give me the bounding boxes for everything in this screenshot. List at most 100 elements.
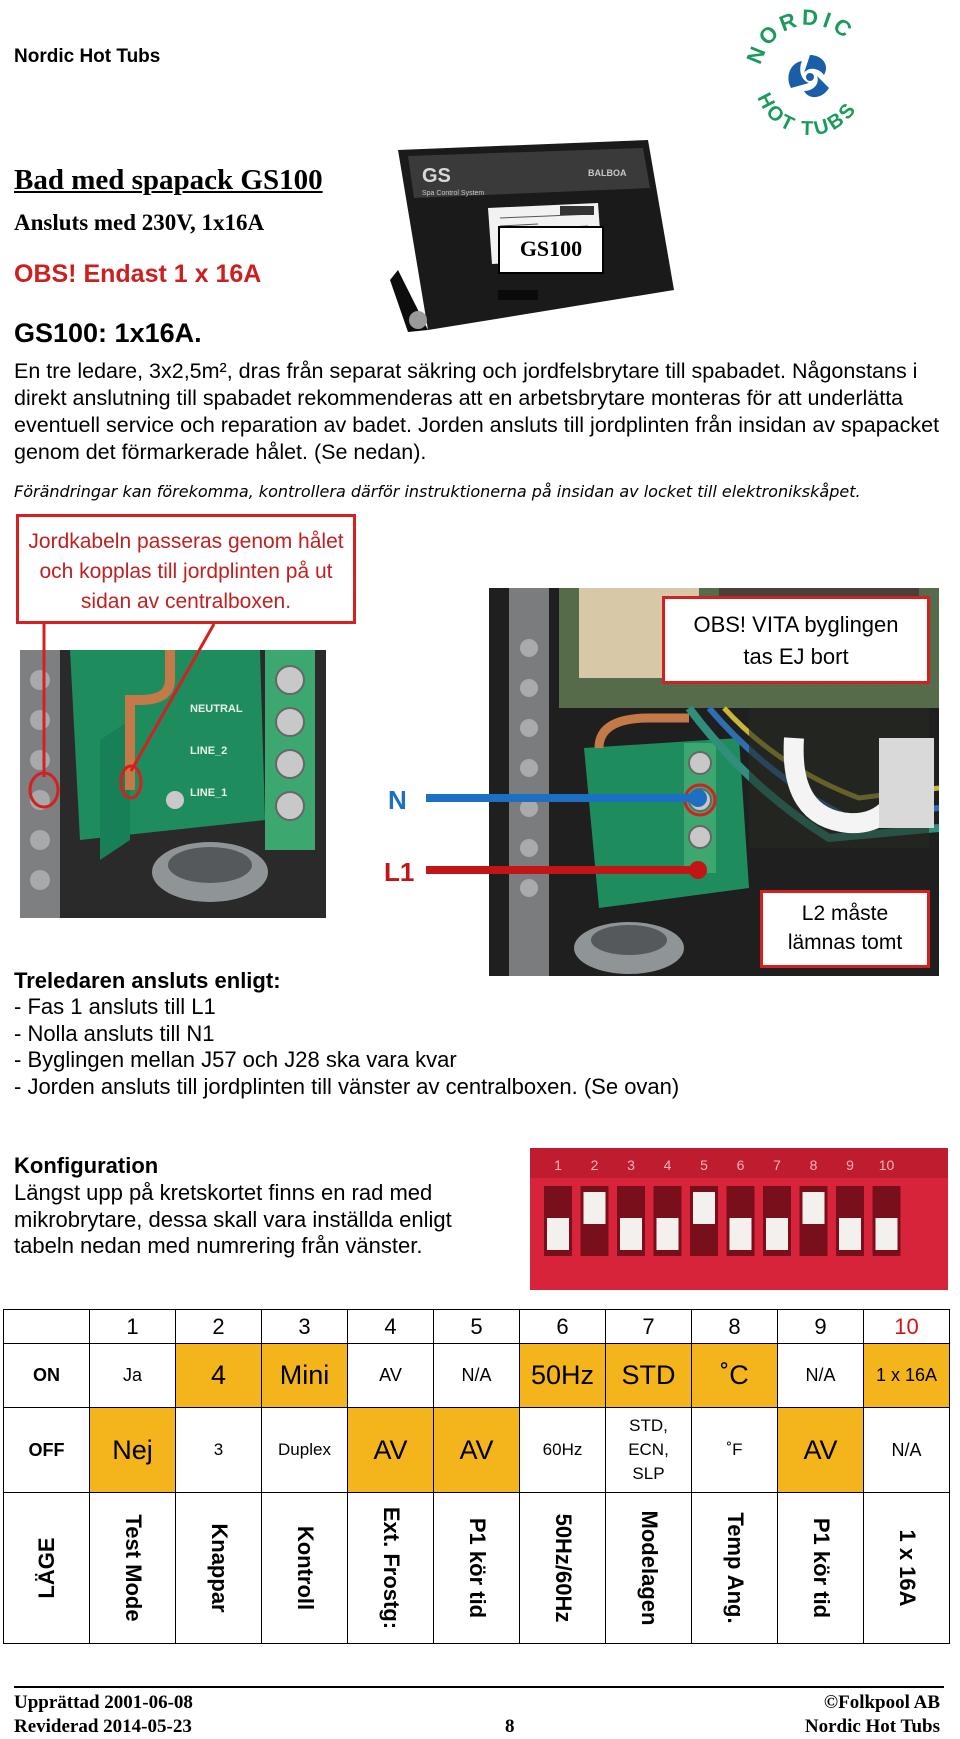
dip-number: 3 bbox=[627, 1157, 635, 1173]
table-row-on: ON Ja 4 Mini AV N/A 50Hz STD ˚C N/A 1 x … bbox=[3, 1343, 950, 1408]
dip-switch-knob bbox=[583, 1192, 606, 1224]
gs100-photo: GS Spa Control System BALBOA GS100 bbox=[388, 140, 678, 340]
pcb-line2-label: LINE_2 bbox=[190, 745, 227, 757]
dip-switch-knob bbox=[656, 1218, 679, 1250]
table-cell: STD, ECN, SLP bbox=[605, 1407, 692, 1493]
table-row-labels: LÄGE Test Mode Knappar Kontroll Ext. Fro… bbox=[3, 1492, 950, 1644]
table-cell: AV bbox=[347, 1343, 434, 1408]
body-text: En tre ledare, 3x2,5m², dras från separa… bbox=[14, 359, 940, 464]
page-number: 8 bbox=[505, 1716, 515, 1737]
dip-switch-knob bbox=[547, 1218, 569, 1250]
device-brand: GS bbox=[422, 165, 451, 187]
table-cell: LÄGE bbox=[33, 1537, 59, 1599]
footer-created: Upprättad 2001-06-08 bbox=[14, 1692, 193, 1713]
dip-number: 4 bbox=[664, 1157, 672, 1173]
table-cell: 10 bbox=[863, 1309, 950, 1344]
table-cell: 9 bbox=[777, 1309, 864, 1344]
table-cell: OFF bbox=[3, 1407, 90, 1493]
table-cell: 4 bbox=[347, 1309, 434, 1344]
dip-number: 5 bbox=[700, 1157, 708, 1173]
ground-callout-line3: sidan av centralboxen. bbox=[80, 590, 292, 613]
table-cell: 60Hz bbox=[519, 1407, 606, 1493]
dip-switch-knob bbox=[839, 1218, 861, 1250]
obs-warning: OBS! Endast 1 x 16A bbox=[14, 260, 262, 288]
table-cell: 3 bbox=[175, 1407, 262, 1493]
gs-heading: GS100: 1x16A. bbox=[14, 318, 202, 348]
dip-switch-knob bbox=[766, 1218, 788, 1250]
subtitle: Ansluts med 230V, 1x16A bbox=[14, 210, 265, 235]
neutral-label: N bbox=[388, 785, 407, 815]
table-cell: ˚F bbox=[691, 1407, 778, 1493]
list-item: - Nolla ansluts till N1 bbox=[14, 1020, 215, 1046]
table-cell: ˚C bbox=[691, 1343, 778, 1408]
pcb-neutral-label: NEUTRAL bbox=[190, 703, 243, 715]
l2-callout: L2 måste lämnas tomt bbox=[760, 890, 930, 968]
dip-switch-knob bbox=[620, 1218, 642, 1250]
dip-number: 6 bbox=[737, 1157, 745, 1173]
dip-number: 9 bbox=[846, 1157, 854, 1173]
table-cell: Duplex bbox=[261, 1407, 348, 1493]
table-cell: P1 kör tid bbox=[464, 1517, 490, 1619]
dip-number: 7 bbox=[773, 1157, 781, 1173]
ground-callout-line1: Jordkabeln passeras genom hålet bbox=[28, 530, 344, 553]
table-cell: 50Hz/60Hz bbox=[550, 1513, 576, 1623]
table-cell: 2 bbox=[175, 1309, 262, 1344]
page-title: Bad med spapack GS100 bbox=[14, 164, 323, 196]
table-cell: Modelagen bbox=[636, 1510, 662, 1626]
dip-number: 10 bbox=[879, 1157, 895, 1173]
table-row-off: OFF Nej 3 Duplex AV AV 60Hz STD, ECN, SL… bbox=[3, 1407, 950, 1493]
config-heading: Konfiguration bbox=[14, 1153, 159, 1178]
dip-switch-knob bbox=[802, 1192, 825, 1224]
pcb-line1-label: LINE_1 bbox=[190, 787, 227, 799]
ground-callout: Jordkabeln passeras genom hålet och kopp… bbox=[16, 514, 356, 624]
footer-brand: Nordic Hot Tubs bbox=[804, 1716, 940, 1737]
table-cell: Temp Ang. bbox=[722, 1512, 748, 1624]
table-cell: ON bbox=[3, 1343, 90, 1408]
table-cell: 1 x 16A bbox=[863, 1343, 950, 1408]
config-text: Längst upp på kretskortet finns en rad m… bbox=[14, 1180, 452, 1258]
device-maker: BALBOA bbox=[588, 168, 627, 178]
table-cell: 5 bbox=[433, 1309, 520, 1344]
list-item: - Fas 1 ansluts till L1 bbox=[14, 994, 216, 1019]
table-cell: 50Hz bbox=[519, 1343, 606, 1408]
photo-label: GS100 bbox=[498, 226, 604, 274]
vita-callout-line2: tas EJ bort bbox=[743, 644, 849, 669]
dip-switch-knob bbox=[693, 1192, 715, 1224]
header-brand: Nordic Hot Tubs bbox=[14, 46, 161, 67]
table-cell bbox=[3, 1309, 90, 1344]
table-cell: 1 x 16A bbox=[894, 1529, 920, 1607]
table-cell: Mini bbox=[261, 1343, 348, 1408]
list-item: - Byglingen mellan J57 och J28 ska vara … bbox=[14, 1047, 457, 1072]
dip-switch-knob bbox=[875, 1218, 898, 1250]
table-cell: Knappar bbox=[206, 1523, 232, 1613]
table-cell: Ext. Frostg: bbox=[378, 1506, 404, 1630]
table-cell: N/A bbox=[433, 1343, 520, 1408]
table-cell: N/A bbox=[863, 1407, 950, 1493]
table-cell: 6 bbox=[519, 1309, 606, 1344]
table-cell: N/A bbox=[777, 1343, 864, 1408]
ground-callout-line2: och kopplas till jordplinten på ut bbox=[39, 560, 333, 583]
wire-arrows bbox=[426, 789, 707, 879]
config-table: 1 2 3 4 5 6 7 8 9 10 ON Ja 4 Mini AV N/A… bbox=[3, 1309, 950, 1644]
nordic-hot-tubs-logo: NORDIC HOT TUBS bbox=[741, 5, 858, 140]
l2-callout-line2: lämnas tomt bbox=[787, 931, 903, 954]
dip-number: 8 bbox=[810, 1157, 818, 1173]
table-cell: 1 bbox=[89, 1309, 176, 1344]
table-cell: Test Mode bbox=[120, 1514, 146, 1622]
dip-number: 2 bbox=[591, 1157, 599, 1173]
wiring-heading: Treledaren ansluts enligt: bbox=[14, 968, 281, 993]
vita-callout: OBS! VITA byglingen tas EJ bort bbox=[662, 596, 930, 684]
wiring-list: - Fas 1 ansluts till L1 - Nolla ansluts … bbox=[14, 994, 679, 1100]
table-header-row: 1 2 3 4 5 6 7 8 9 10 bbox=[3, 1309, 950, 1344]
table-cell: Nej bbox=[89, 1407, 176, 1493]
table-cell: AV bbox=[433, 1407, 520, 1493]
table-cell: STD bbox=[605, 1343, 692, 1408]
table-cell: AV bbox=[777, 1407, 864, 1493]
line1-label: L1 bbox=[384, 857, 415, 887]
l2-callout-line1: L2 måste bbox=[801, 902, 889, 925]
table-cell: Kontroll bbox=[292, 1525, 318, 1611]
table-cell: 8 bbox=[691, 1309, 778, 1344]
device-sub: Spa Control System bbox=[422, 190, 484, 197]
table-cell: 3 bbox=[261, 1309, 348, 1344]
